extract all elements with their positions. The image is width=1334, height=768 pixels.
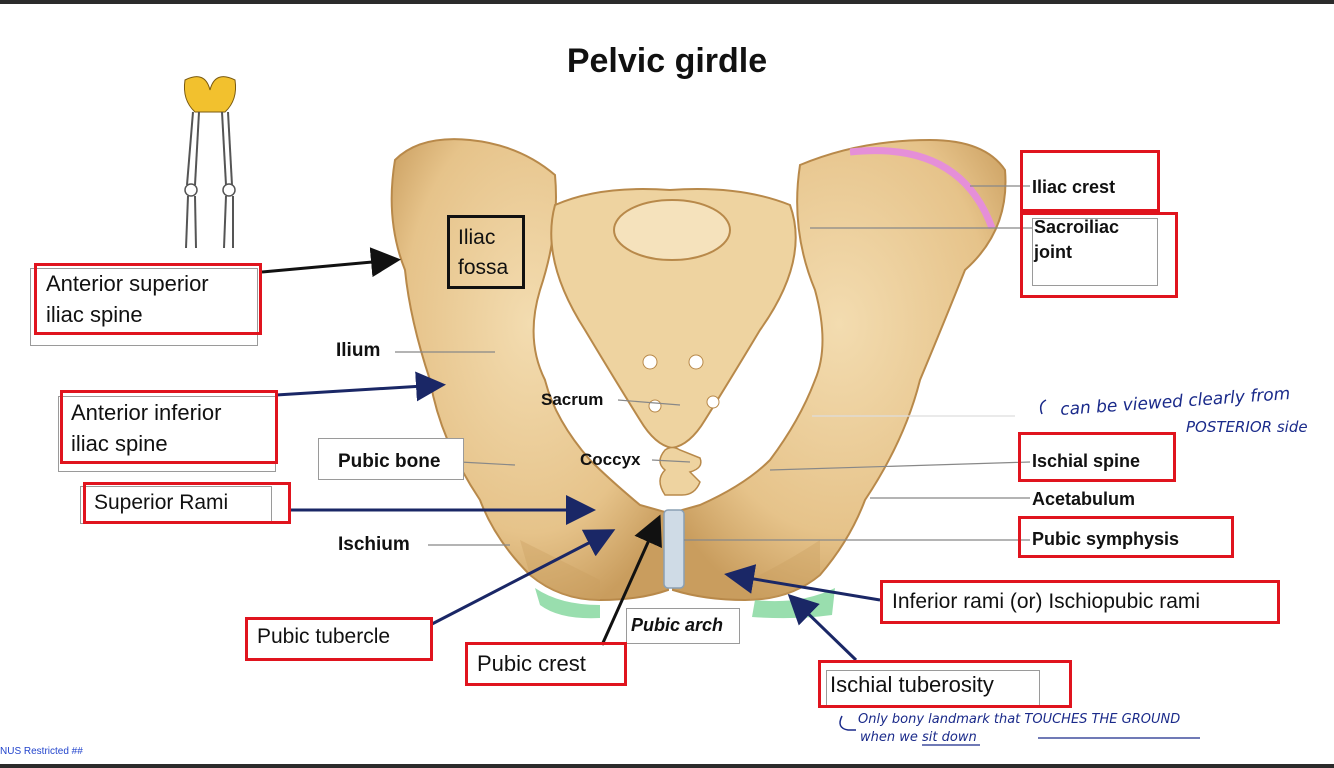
label-coccyx: Coccyx <box>580 445 640 475</box>
label-acetabulum: Acetabulum <box>1032 484 1135 514</box>
label-ischial-tuberosity: Ischial tuberosity <box>830 670 994 700</box>
skeleton-thumbnail <box>184 77 235 248</box>
label-pubic-arch: Pubic arch <box>631 610 723 640</box>
label-pubic-tubercle: Pubic tubercle <box>257 622 390 652</box>
label-superior-rami: Superior Rami <box>94 488 228 518</box>
label-asis-line2: iliac spine <box>46 300 143 330</box>
label-iliac-crest: Iliac crest <box>1032 172 1115 202</box>
label-inferior-rami: Inferior rami (or) Ischiopubic rami <box>892 587 1200 617</box>
label-ischium: Ischium <box>338 530 410 560</box>
label-iliac-fossa-line1: Iliac <box>458 223 495 253</box>
label-aiis-line1: Anterior inferior <box>71 398 221 428</box>
label-pubic-crest: Pubic crest <box>477 649 586 679</box>
label-asis-line1: Anterior superior <box>46 269 209 299</box>
label-aiis-line2: iliac spine <box>71 429 168 459</box>
label-ilium: Ilium <box>336 336 380 366</box>
label-iliac-fossa-line2: fossa <box>458 253 508 283</box>
label-pubic-symphysis: Pubic symphysis <box>1032 524 1179 554</box>
label-sacroiliac-line2: joint <box>1034 237 1072 267</box>
footer-classification: NUS Restricted ## <box>0 746 83 757</box>
label-sacrum: Sacrum <box>541 385 603 415</box>
pelvis-bone <box>392 139 1006 618</box>
label-ischial-spine: Ischial spine <box>1032 446 1140 476</box>
note-tuberosity-line2: when we sit down <box>860 730 977 745</box>
note-tuberosity-line1: Only bony landmark that TOUCHES THE GROU… <box>858 712 1180 727</box>
note-posterior-line2: POSTERIOR side <box>1186 418 1308 436</box>
label-pubic-bone: Pubic bone <box>338 447 440 477</box>
pubic-symphysis-disc <box>664 510 684 588</box>
